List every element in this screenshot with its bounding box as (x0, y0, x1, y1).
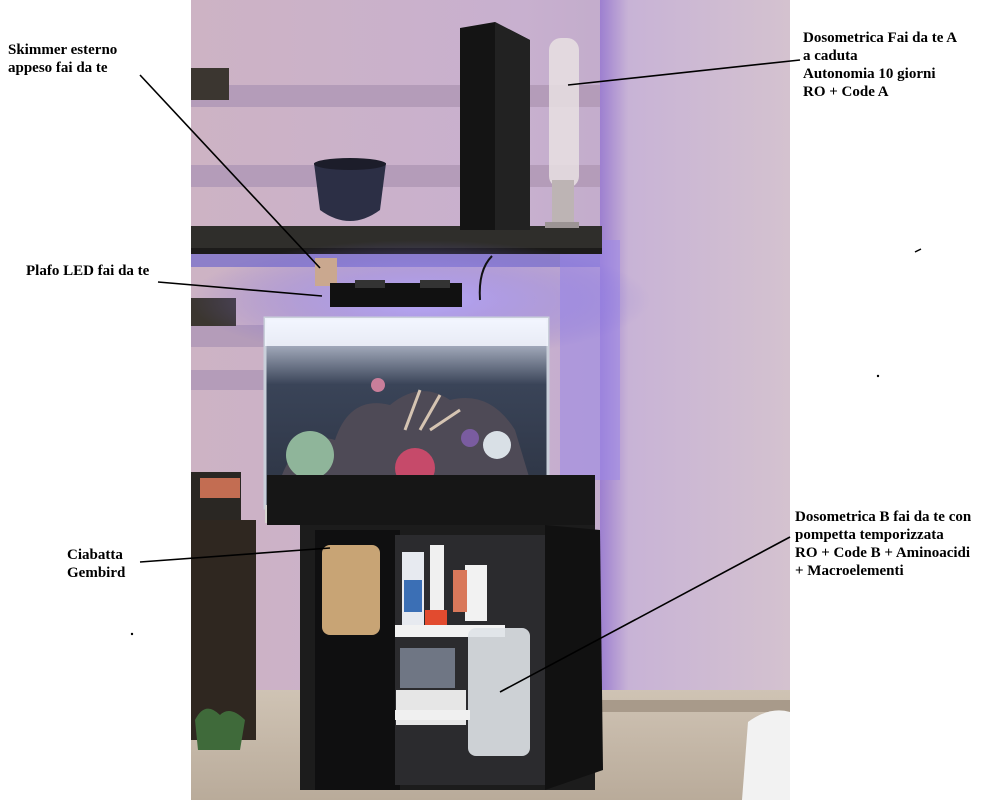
dosometrica-b-label: Dosometrica B fai da te con pompetta tem… (795, 508, 971, 580)
ciabatta-label-line-1: Ciabatta (67, 547, 123, 563)
skimmer-label-line-1: Skimmer esterno (8, 42, 118, 58)
dosometrica-b-line-1: Dosometrica B fai da te con (795, 509, 972, 525)
dosometrica-a-line-1: Dosometrica Fai da te A (803, 30, 958, 46)
dosometrica-b-line-2: pompetta temporizzata (795, 527, 944, 543)
plafo-label: Plafo LED fai da te (26, 262, 149, 280)
ciabatta-label-line-2: Gembird (67, 565, 126, 581)
dosometrica-b-line-3: RO + Code B + Aminoacidi (795, 545, 971, 561)
ciabatta-label: Ciabatta Gembird (67, 546, 125, 582)
dosometrica-b-line-4: + Macroelementi (795, 563, 904, 579)
skimmer-label-line-2: appeso fai da te (8, 60, 108, 76)
dosometrica-a-line-4: RO + Code A (803, 84, 889, 100)
dosometrica-a-label: Dosometrica Fai da te A a caduta Autonom… (803, 29, 957, 101)
dosometrica-a-line-2: a caduta (803, 48, 858, 64)
skimmer-label: Skimmer esterno appeso fai da te (8, 41, 117, 77)
dosometrica-a-line-3: Autonomia 10 giorni (803, 66, 936, 82)
plafo-label-line-1: Plafo LED fai da te (26, 263, 150, 279)
